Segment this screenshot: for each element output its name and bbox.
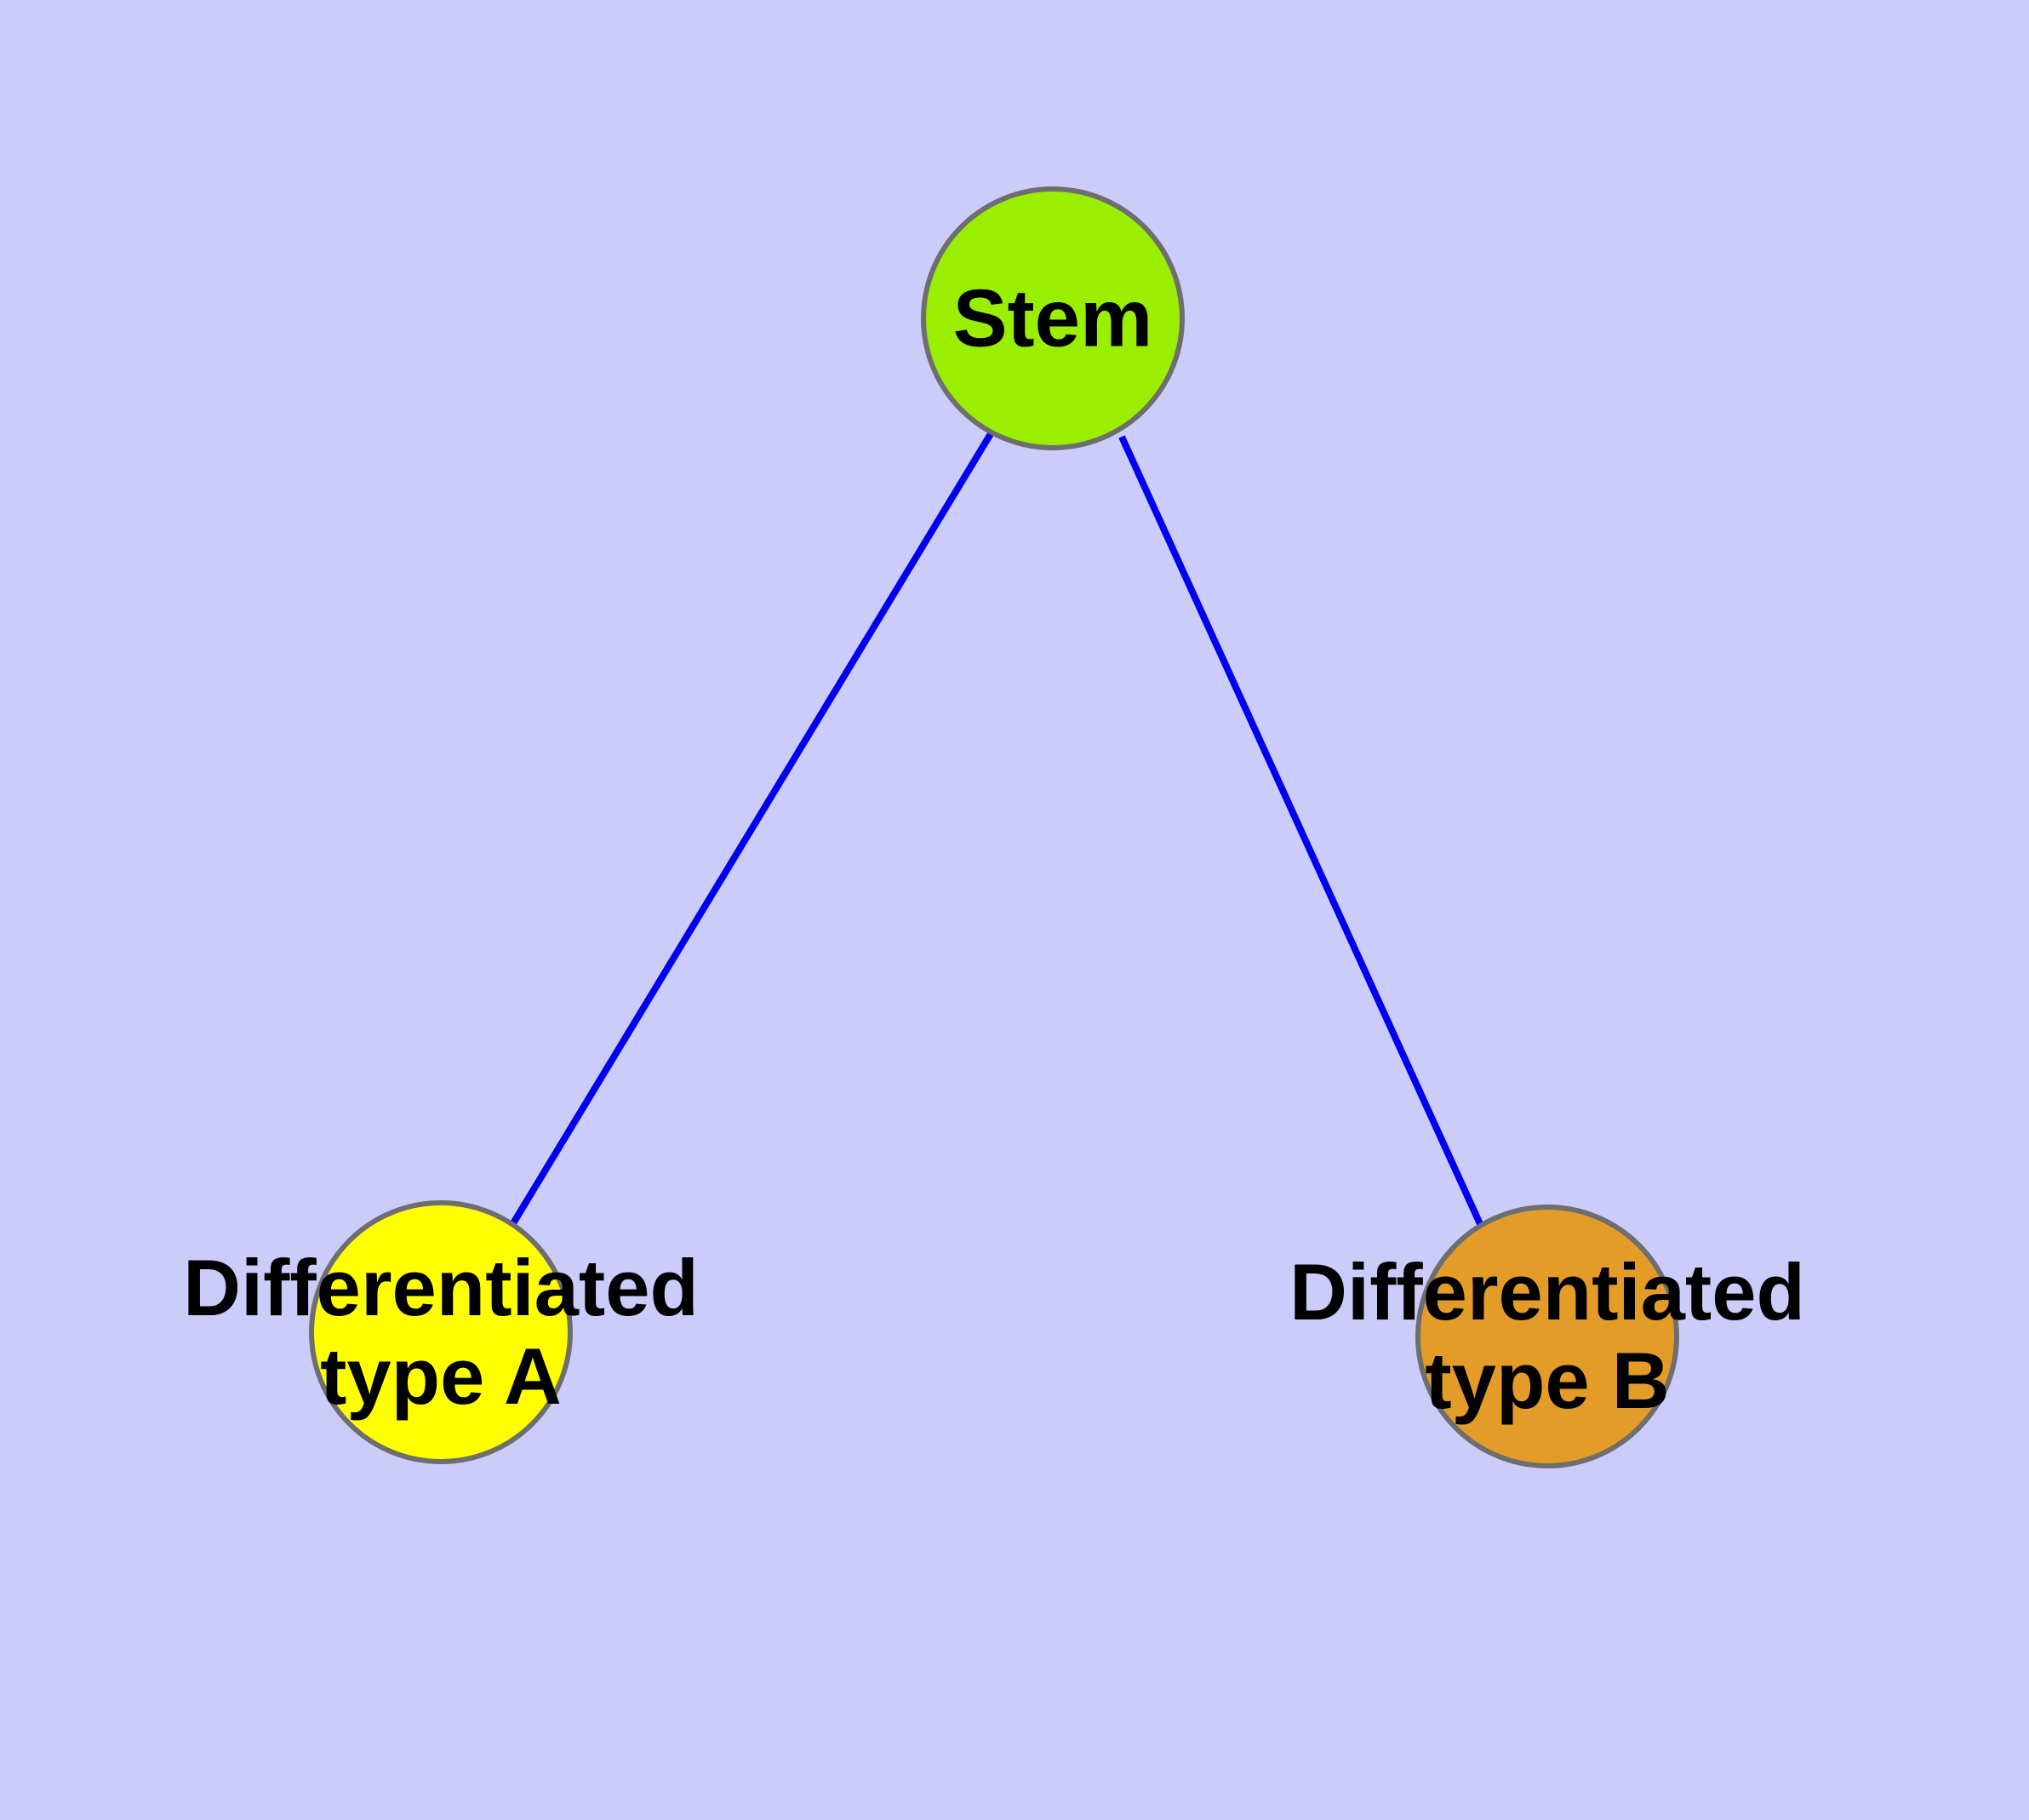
node-diff-a[interactable] [309,1200,573,1464]
node-layer [309,186,1679,1468]
edge-stem-to-diff-a[interactable] [510,430,995,1226]
node-label-line: Differentiated [1289,1247,1805,1336]
node-label-line: Stem [953,273,1153,364]
edge-stem-to-diff-b[interactable] [1118,435,1484,1228]
edge-layer [510,430,1484,1228]
node-label-line: type B [1425,1336,1669,1425]
node-stem[interactable] [921,186,1185,450]
node-label-stem: Stem [953,273,1153,364]
node-label-line: type A [320,1331,562,1421]
node-label-line: Differentiated [183,1243,699,1332]
node-diff-b[interactable] [1415,1205,1679,1468]
